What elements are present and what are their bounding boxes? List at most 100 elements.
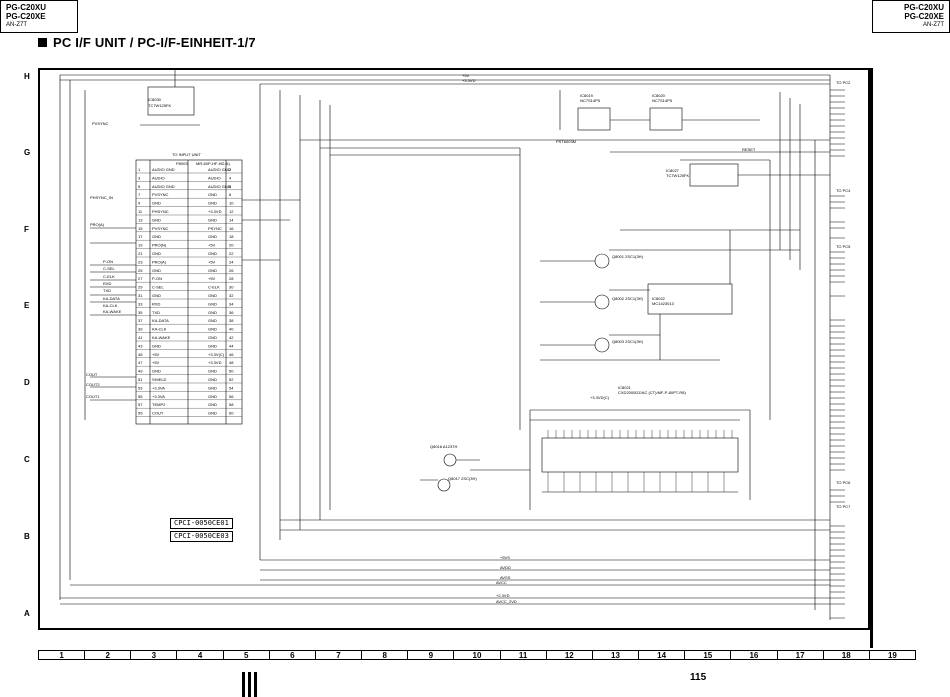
connector-pin-cell: 37 <box>138 318 143 323</box>
connector-pin-cell: 9 <box>138 201 141 206</box>
col-label: 8 <box>362 651 409 660</box>
connector-pin-cell: 8 <box>229 192 232 197</box>
sig-avcc-2vd: AVCC_2VD <box>496 599 517 604</box>
connector-pin-cell: PSYNC <box>208 226 222 231</box>
connector-pin-cell: GND <box>208 335 217 340</box>
sig-avss: AVSS <box>500 575 511 580</box>
connector-pin-cell: 54 <box>229 385 234 390</box>
connector-pin-cell: 36 <box>229 310 234 315</box>
col-label: 7 <box>316 651 363 660</box>
col-label: 3 <box>131 651 178 660</box>
connector-pin-cell: KA-WAKE <box>152 335 171 340</box>
connector-pin-cell: GND <box>208 402 217 407</box>
connector-pin-cell: 53 <box>138 385 143 390</box>
q8003: Q8003 2SC1(3H) <box>612 339 644 344</box>
row-label-a: A <box>24 609 30 618</box>
connector-pin-cell: +3.3VD <box>208 209 222 214</box>
ic8021-ref: IC8021 <box>618 385 632 390</box>
connector-pin-cell: 1 <box>138 167 141 172</box>
ic8020-ref: IC8020 <box>652 93 666 98</box>
connector-pin-cell: 50 <box>229 369 234 374</box>
connector-pin-cell: C-ELK <box>208 285 220 290</box>
sig-5v: +5V <box>462 73 470 78</box>
connector-label: TO INPUT UNIT <box>172 152 202 157</box>
connector-pin-cell: GND <box>208 343 217 348</box>
connector-pin-cell: 15 <box>138 226 143 231</box>
col-label: 12 <box>547 651 593 660</box>
connector-part: MR-60P-HF-HD-A) <box>196 161 230 166</box>
connector-pin-cell: GND <box>152 251 161 256</box>
connector-pin-cell: 40 <box>229 327 234 332</box>
connector-pin-cell: PRO(N) <box>152 243 167 248</box>
sig-cout2: COUT2 <box>86 382 100 387</box>
connector-pin-cell: AUDIO GND <box>208 167 231 172</box>
connector-pin-cell: 43 <box>138 343 143 348</box>
ic8027-part: TC7W125FK <box>666 173 689 178</box>
col-label: 14 <box>639 651 686 660</box>
connector-pin-cell: 24 <box>229 259 234 264</box>
connector-pin-cell: +5V <box>208 259 216 264</box>
sig-c-sel: C-SEL <box>103 266 116 271</box>
connector-pin-cell: GND <box>152 343 161 348</box>
col-label: 5 <box>224 651 270 660</box>
connector-pin-cell: PVSYNC <box>152 226 169 231</box>
sig-phsync-in: PHSYNC_IN <box>90 195 113 200</box>
connector-pin-cell: GND <box>152 217 161 222</box>
connector-pin-cell: 28 <box>229 276 234 281</box>
code-box-1: CPCI-0050CE01 <box>170 518 233 529</box>
ic8022-ref: IC8022 <box>652 296 666 301</box>
ic8020-part: NC7S14P5 <box>652 98 673 103</box>
connector-pin-cell: 45 <box>138 352 143 357</box>
connector-pin-cell: +3.3VA <box>152 394 165 399</box>
connector-pin-cell: AUDIO GND <box>152 167 175 172</box>
connector-pin-cell: PVSYNC <box>152 192 169 197</box>
col-label: 6 <box>270 651 316 660</box>
connector-pin-cell: AUDIO <box>152 175 165 180</box>
connector-pin-cell: 16 <box>229 226 234 231</box>
frame-right-edge <box>870 68 873 648</box>
model-name-1: PG-C20XU <box>6 3 47 12</box>
barcode-mark <box>242 672 258 697</box>
connector-pin-cell: 2 <box>229 167 232 172</box>
sig-5vs: +5VS <box>500 555 510 560</box>
col-label: 11 <box>501 651 547 660</box>
sig-txd: TXD <box>103 288 111 293</box>
connector-pin-cell: 51 <box>138 377 143 382</box>
connector-pin-cell: 56 <box>229 394 234 399</box>
connector-pin-cell: RXD <box>152 301 161 306</box>
dest-pc7: TO PC7 <box>836 504 851 509</box>
col-label: 17 <box>778 651 824 660</box>
connector-pin-cell: +5V <box>152 352 160 357</box>
ic8022-part: MC1423013 <box>652 301 675 306</box>
model-name-2: PG-C20XE <box>904 12 944 21</box>
connector-pin-cell: 19 <box>138 243 143 248</box>
connector-pin-cell: 52 <box>229 377 234 382</box>
connector-pin-cell: 48 <box>229 360 234 365</box>
model-label-left: PG-C20XU PG-C20XE AN-Z7T <box>0 0 78 33</box>
connector-pin-cell: 30 <box>229 285 234 290</box>
connector-pin-cell: 57 <box>138 402 143 407</box>
connector-pin-cell: 46 <box>229 352 234 357</box>
connector-pin-cell: +5V <box>208 243 216 248</box>
page-number: 115 <box>690 672 707 683</box>
sig-2v3d: +2.3VD <box>496 593 510 598</box>
col-label: 9 <box>408 651 455 660</box>
dest-pc4: TO PC4 <box>836 188 851 193</box>
connector-pin-cell: 49 <box>138 369 143 374</box>
col-label: 13 <box>593 651 640 660</box>
code-box-2: CPCI-0050CE03 <box>170 531 233 542</box>
connector-pin-cell: 29 <box>138 285 143 290</box>
col-label: 18 <box>824 651 870 660</box>
connector-pin-cell: 31 <box>138 293 143 298</box>
sig-cout1: COUT1 <box>86 394 100 399</box>
connector-pin-cell: GND <box>208 293 217 298</box>
connector-pin-cell: 35 <box>138 310 143 315</box>
connector-pin-cell: GND <box>152 293 161 298</box>
ic8027-ref: IC8027 <box>666 168 680 173</box>
dest-pc5: TO PC5 <box>836 244 851 249</box>
sig-ka-data: KA-DATA <box>103 296 120 301</box>
connector-pin-cell: GND <box>208 310 217 315</box>
connector-pin-cell: PHSYNC <box>152 209 169 214</box>
connector-pin-cell: 11 <box>138 209 143 214</box>
col-label: 4 <box>177 651 224 660</box>
